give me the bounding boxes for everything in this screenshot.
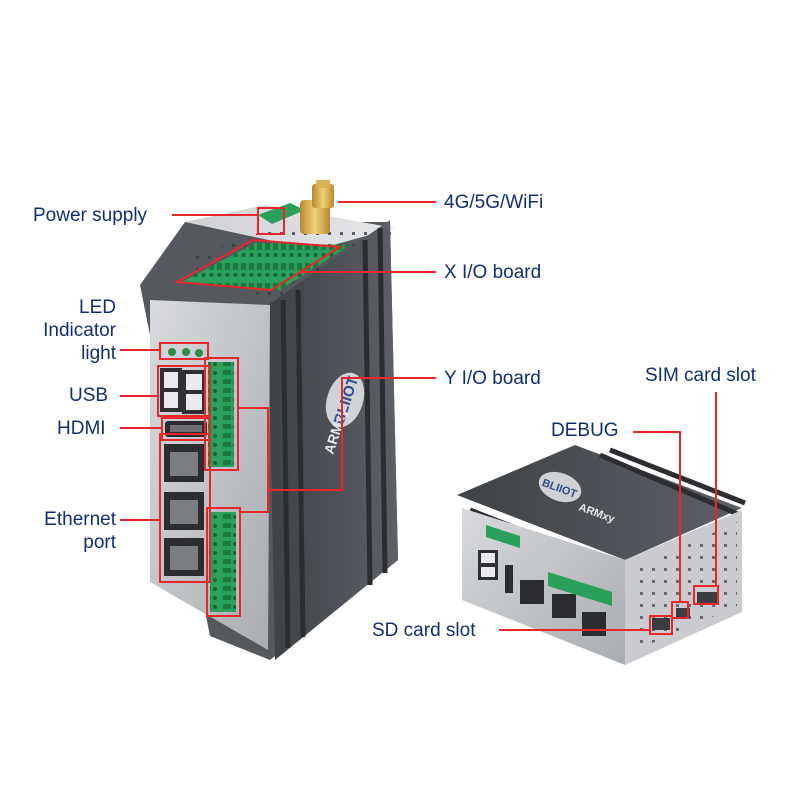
callout-y-io bbox=[268, 377, 436, 491]
flat-heatsink-top bbox=[457, 445, 742, 560]
tall-heatsink-fins bbox=[280, 227, 388, 649]
debug-port-shape bbox=[676, 608, 690, 618]
label-ethernet-line2: port bbox=[83, 532, 116, 553]
led-indicators bbox=[168, 348, 203, 357]
label-antenna: 4G/5G/WiFi bbox=[444, 192, 544, 213]
callout-y-io-bracket bbox=[238, 407, 269, 513]
flat-ethernet-2 bbox=[552, 594, 576, 618]
sd-slot-shape bbox=[652, 618, 670, 630]
y-io-terminal-upper bbox=[208, 362, 234, 467]
flat-terminal-upper bbox=[486, 525, 520, 548]
callout-x-io-box bbox=[173, 238, 344, 292]
label-hdmi: HDMI bbox=[57, 418, 106, 439]
label-led-line1: LED bbox=[79, 297, 116, 318]
label-sim-card-slot: SIM card slot bbox=[645, 365, 756, 386]
label-debug: DEBUG bbox=[551, 420, 619, 441]
label-y-io-board: Y I/O board bbox=[444, 368, 541, 389]
label-ethernet-port: Ethernet port bbox=[44, 508, 116, 554]
callout-debug bbox=[633, 431, 681, 602]
flat-usb-ports bbox=[478, 550, 498, 580]
flat-ethernet-3 bbox=[582, 612, 606, 636]
flat-terminal-lower bbox=[548, 572, 612, 606]
callout-y-io-lower-box bbox=[206, 507, 241, 617]
label-led-indicator-light: LED Indicator light bbox=[43, 296, 116, 365]
y-io-terminal-lower bbox=[210, 512, 236, 612]
x-io-terminal-block bbox=[180, 243, 350, 290]
label-sd-card-slot: SD card slot bbox=[372, 620, 476, 641]
flat-hdmi-port bbox=[505, 565, 513, 593]
callout-lines bbox=[120, 201, 719, 635]
label-x-io-board: X I/O board bbox=[444, 262, 542, 283]
ethernet-ports bbox=[164, 444, 204, 576]
label-power-supply: Power supply bbox=[33, 205, 148, 226]
label-usb: USB bbox=[69, 385, 109, 406]
antenna-connector bbox=[300, 180, 334, 234]
label-led-line3: light bbox=[81, 343, 116, 364]
flat-brand-logo: BLIIOT bbox=[538, 471, 582, 503]
device-flat: BLIIOT ARMxy bbox=[457, 445, 746, 665]
callout-y-io-upper-box bbox=[204, 357, 239, 471]
usb-ports bbox=[160, 368, 206, 414]
flat-ethernet-1 bbox=[520, 580, 544, 604]
power-connector bbox=[258, 203, 305, 224]
label-ethernet-line1: Ethernet bbox=[44, 509, 116, 530]
label-led-line2: Indicator bbox=[43, 320, 116, 341]
sim-slot-shape bbox=[697, 592, 717, 604]
